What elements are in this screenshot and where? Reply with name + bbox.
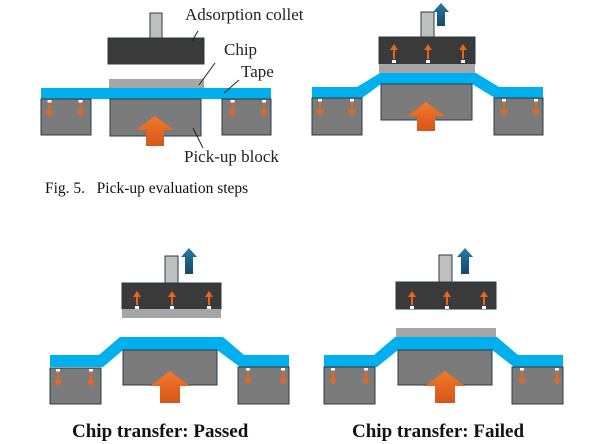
suction-arrow-down (76, 100, 85, 117)
panel-step-2 (311, 3, 544, 136)
chip (379, 64, 475, 73)
lift-arrow-icon (181, 248, 197, 274)
panel-passed: Chip transfer: Passed (49, 248, 290, 442)
suction-arrow-down (244, 368, 252, 385)
suction-arrow-down (518, 368, 526, 385)
figure-caption: Fig. 5. Pick-up evaluation steps (45, 180, 248, 197)
label-tape: Tape (241, 62, 274, 81)
collet-head (107, 37, 205, 65)
tape (324, 337, 563, 367)
side-block-left (49, 367, 102, 405)
side-block-right (511, 366, 564, 405)
suction-arrow-down (553, 368, 561, 385)
suction-arrow-up (480, 291, 488, 309)
suction-arrow-down (329, 368, 337, 385)
push-up-arrow-icon (136, 116, 174, 146)
leader-block (192, 127, 204, 149)
suction-arrow-down (279, 368, 287, 385)
collet-stem (149, 12, 163, 39)
suction-arrow-up (408, 291, 416, 309)
suction-arrow-up (390, 44, 398, 63)
tape (50, 337, 289, 367)
collet-stem (164, 255, 179, 284)
side-block-right (493, 97, 544, 136)
lift-arrow-icon (433, 3, 449, 26)
tape (312, 73, 543, 98)
lift-arrow-icon (457, 248, 473, 274)
side-block-right (237, 366, 290, 405)
side-block-left (323, 366, 376, 405)
side-block-right (221, 98, 272, 136)
result-label-passed: Chip transfer: Passed (72, 421, 249, 442)
collet-stem (438, 254, 453, 283)
result-label-failed: Chip transfer: Failed (352, 421, 524, 442)
suction-arrow-up (133, 291, 141, 309)
chip (109, 79, 204, 88)
suction-arrow-down (87, 369, 95, 386)
side-block-left (40, 98, 92, 136)
label-pick-up-block: Pick-up block (184, 147, 279, 166)
suction-arrow-down (260, 100, 268, 117)
panel-failed: Chip transfer: Failed (323, 248, 564, 442)
suction-arrow-up (424, 44, 432, 63)
leader-chip (198, 62, 216, 86)
leader-collet (191, 30, 199, 42)
push-up-arrow-icon (150, 371, 190, 403)
chip-on-tape (396, 328, 496, 337)
leader-tape (223, 79, 240, 94)
suction-arrow-down (532, 99, 540, 116)
suction-arrow-up (168, 291, 176, 309)
suction-arrow-down (316, 99, 324, 116)
suction-arrow-down (362, 368, 370, 385)
suction-arrow-down (228, 100, 237, 117)
panel-step-1: Adsorption collet Chip Tape Pick-up bloc… (40, 5, 304, 166)
suction-arrow-up (459, 44, 467, 63)
suction-arrow-down (54, 369, 62, 386)
suction-arrow-up (443, 291, 451, 309)
side-block-left (311, 97, 363, 136)
collet-stem (420, 11, 435, 38)
push-up-arrow-icon (425, 371, 465, 403)
suction-arrow-up (205, 291, 213, 309)
tape (41, 88, 271, 99)
push-up-arrow-icon (407, 102, 445, 131)
chip (122, 309, 221, 318)
suction-arrow-down (500, 99, 508, 116)
suction-arrow-down (348, 99, 356, 116)
label-chip: Chip (224, 40, 257, 59)
label-adsorption-collet: Adsorption collet (185, 5, 304, 24)
suction-arrow-down (45, 100, 54, 117)
